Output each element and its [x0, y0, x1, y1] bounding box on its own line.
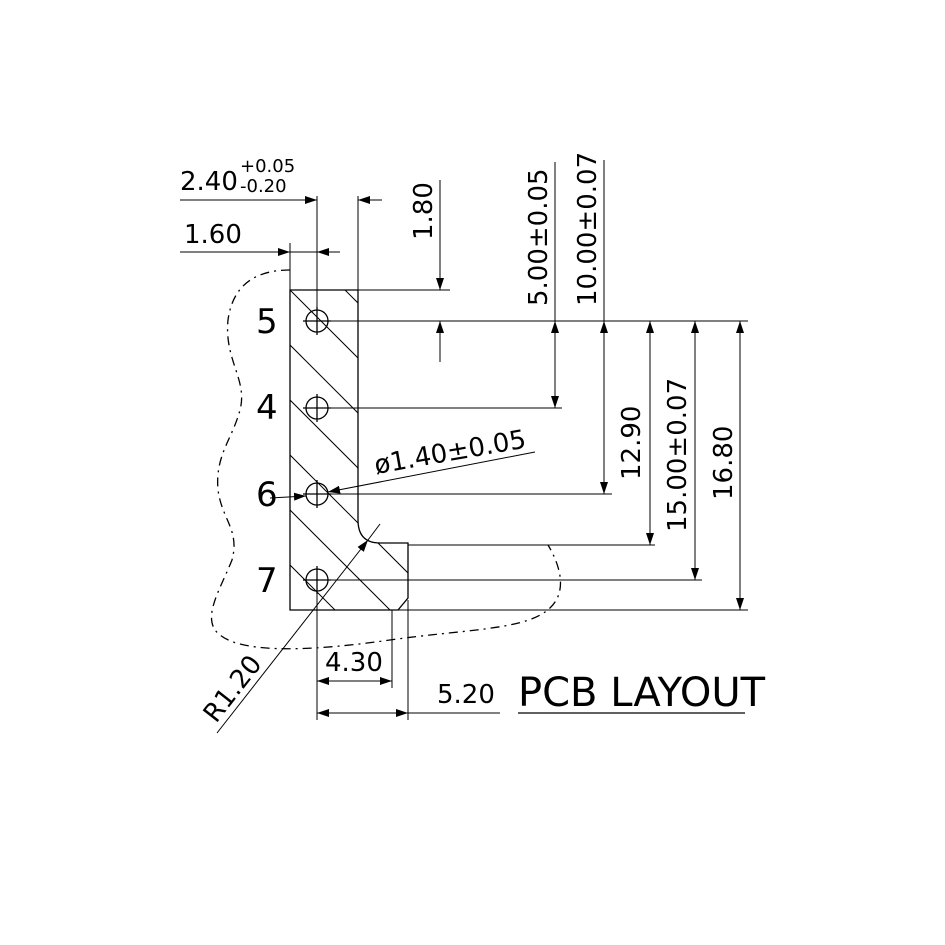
svg-text:5.20: 5.20: [437, 680, 495, 710]
pin-label: 5: [256, 302, 278, 342]
dimension-16-80: 16.80: [709, 321, 744, 610]
pin-label: 6: [256, 475, 278, 515]
dimension-hole-diameter: ø1.40±0.05: [269, 425, 536, 501]
dimension-1-60: 1.60: [180, 220, 340, 256]
keepout-outline: [210, 269, 562, 650]
svg-text:PCB LAYOUT: PCB LAYOUT: [518, 670, 766, 716]
svg-text:1.60: 1.60: [184, 220, 242, 250]
svg-text:2.40: 2.40: [180, 167, 238, 197]
extension-lines: [289, 196, 748, 720]
pin-label: 4: [256, 388, 278, 428]
svg-text:4.30: 4.30: [325, 648, 383, 678]
pin-label: 7: [256, 561, 278, 601]
dimension-4-30: 4.30: [317, 648, 392, 685]
svg-text:12.90: 12.90: [617, 406, 647, 480]
svg-text:10.00±0.07: 10.00±0.07: [573, 152, 603, 306]
svg-text:+0.05: +0.05: [240, 156, 295, 177]
svg-text:15.00±0.07: 15.00±0.07: [663, 378, 693, 532]
dimension-2-40: 2.40 +0.05 -0.20: [180, 156, 382, 204]
dimension-radius: R1.20: [198, 523, 381, 734]
dimension-15-00: 15.00±0.07: [663, 321, 699, 580]
dimension-1-80: 1.80: [409, 180, 444, 362]
drawing-title: PCB LAYOUT: [518, 670, 766, 716]
dimension-12-90: 12.90: [617, 321, 654, 545]
svg-text:R1.20: R1.20: [198, 650, 268, 728]
svg-text:1.80: 1.80: [409, 182, 439, 240]
svg-text:-0.20: -0.20: [240, 176, 287, 197]
dimension-5-20: 5.20: [317, 680, 500, 717]
dimension-5-00: 5.00±0.05: [524, 162, 559, 408]
svg-text:16.80: 16.80: [709, 426, 739, 500]
dimension-10-00: 10.00±0.07: [573, 152, 608, 494]
svg-text:5.00±0.05: 5.00±0.05: [524, 168, 554, 306]
svg-text:ø1.40±0.05: ø1.40±0.05: [372, 425, 528, 481]
